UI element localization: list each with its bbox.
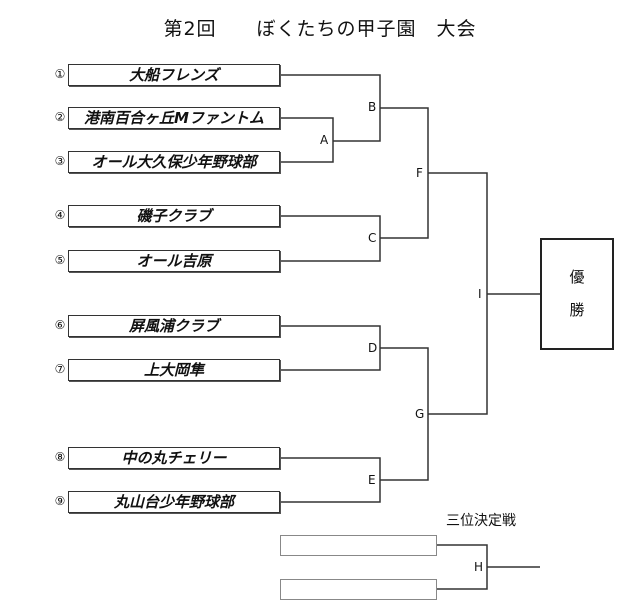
seed-number: ①	[54, 67, 66, 81]
line-A	[280, 117, 334, 163]
line-G	[380, 347, 429, 481]
line-B	[280, 74, 381, 142]
match-label-c: C	[368, 231, 377, 245]
champion-text-1: 優	[569, 268, 585, 286]
seed-number: ⑦	[54, 362, 66, 376]
seed-number: ⑤	[54, 253, 66, 267]
match-label-h: H	[474, 560, 484, 574]
match-label-f: F	[416, 166, 423, 180]
match-label-b: B	[368, 100, 377, 114]
third-place-slot-1	[280, 535, 437, 556]
seed-number: ⑧	[54, 450, 66, 464]
match-label-g: G	[415, 407, 425, 421]
seed-number: ②	[54, 110, 66, 124]
team-box: 磯子クラブ	[68, 205, 280, 227]
seed-number: ⑨	[54, 494, 66, 508]
team-box: 上大岡隼	[68, 359, 280, 381]
team-box: 中の丸チェリー	[68, 447, 280, 469]
match-label-e: E	[368, 473, 376, 487]
team-box: 屏風浦クラブ	[68, 315, 280, 337]
team-box: オール大久保少年野球部	[68, 151, 280, 173]
champion-text-2: 勝	[569, 301, 585, 319]
third-place-title: 三位決定戦	[446, 513, 516, 529]
team-box: 大船フレンズ	[68, 64, 280, 86]
line-C	[280, 215, 381, 262]
line-E	[280, 457, 381, 503]
team-box: 丸山台少年野球部	[68, 491, 280, 513]
third-place-slot-2	[280, 579, 437, 600]
match-label-i: I	[478, 287, 482, 301]
team-box: オール吉原	[68, 250, 280, 272]
seed-number: ⑥	[54, 318, 66, 332]
line-D	[280, 325, 381, 371]
page-title: 第2回 ぼくたちの甲子園 大会	[163, 18, 477, 40]
seed-number: ③	[54, 154, 66, 168]
match-label-d: D	[368, 341, 378, 355]
match-label-a: A	[320, 133, 329, 147]
champion-box: 優 勝	[540, 238, 614, 350]
seed-number: ④	[54, 208, 66, 222]
team-box: 港南百合ヶ丘Mファントム	[68, 107, 280, 129]
